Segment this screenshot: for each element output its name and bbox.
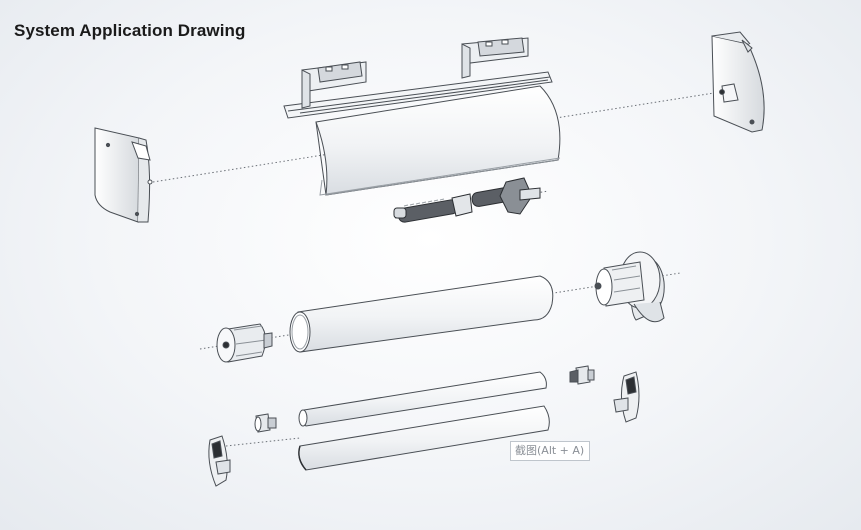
- spring-assembly: [393, 177, 541, 223]
- headrail-cassette: [283, 71, 561, 196]
- screenshot-tooltip: 截图(Alt + A): [510, 441, 590, 461]
- bottom-rail: [298, 405, 550, 471]
- right-end-cap: [711, 31, 765, 133]
- page-title: System Application Drawing: [14, 21, 246, 40]
- mounting-bracket-left: [301, 61, 367, 109]
- end-plug-small-left: [254, 413, 277, 433]
- bottom-axis-line: [225, 437, 301, 447]
- control-unit: [594, 251, 665, 323]
- bottom-rail-tube: [298, 371, 547, 427]
- idle-end-plug: [216, 323, 273, 363]
- end-plug-small-right: [569, 365, 595, 385]
- bottom-cap-right: [613, 371, 640, 423]
- roller-tube: [289, 275, 554, 353]
- bottom-cap-left: [208, 435, 231, 487]
- left-end-cap: [94, 127, 153, 223]
- mounting-bracket-right: [461, 37, 529, 79]
